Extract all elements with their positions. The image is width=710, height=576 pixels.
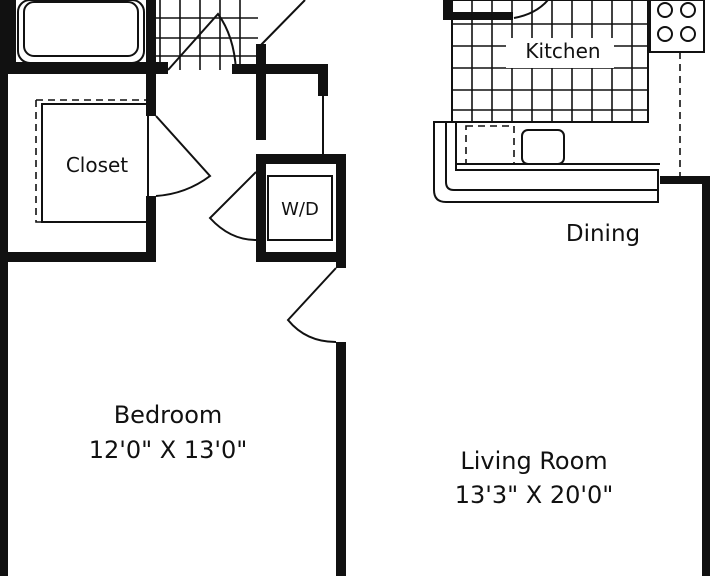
kitchen-sink [521,129,565,165]
burner-icon [657,26,673,42]
kitchen-counter [433,121,659,203]
burner-icon [680,2,696,18]
bathroom-door-swing [167,12,237,71]
dishwasher-outline [465,125,515,165]
living-room-label: Living Room [460,447,607,475]
dining-label: Dining [566,221,640,247]
closet-rod-outline [35,100,148,223]
bathtub-inner [23,1,139,57]
burner-icon [657,2,673,18]
washer-dryer-label: W/D [281,199,319,220]
closet-door-swing [155,115,212,197]
bedroom-door-swing [286,267,337,343]
closet: Closet [35,99,212,223]
bathroom-tile-floor [155,0,258,70]
bedroom-label: Bedroom [114,401,223,429]
kitchen-label-bg [506,38,614,68]
bedroom-dimensions: 12'0" X 13'0" [89,436,248,464]
washer-dryer-unit [267,175,333,241]
bathtub [17,0,145,64]
closet-label: Closet [66,153,128,177]
washer-dryer: W/D [208,171,333,241]
fridge-door-swing [513,0,549,19]
burner-icon [680,26,696,42]
kitchen-label: Kitchen [525,39,600,63]
living-room-dimensions: 13'3" X 20'0" [455,481,614,509]
kitchen: Kitchen [433,0,705,203]
stove [649,0,705,53]
washer-dryer-door-swing [208,171,257,241]
bathroom-wall-diagonal [257,0,306,49]
